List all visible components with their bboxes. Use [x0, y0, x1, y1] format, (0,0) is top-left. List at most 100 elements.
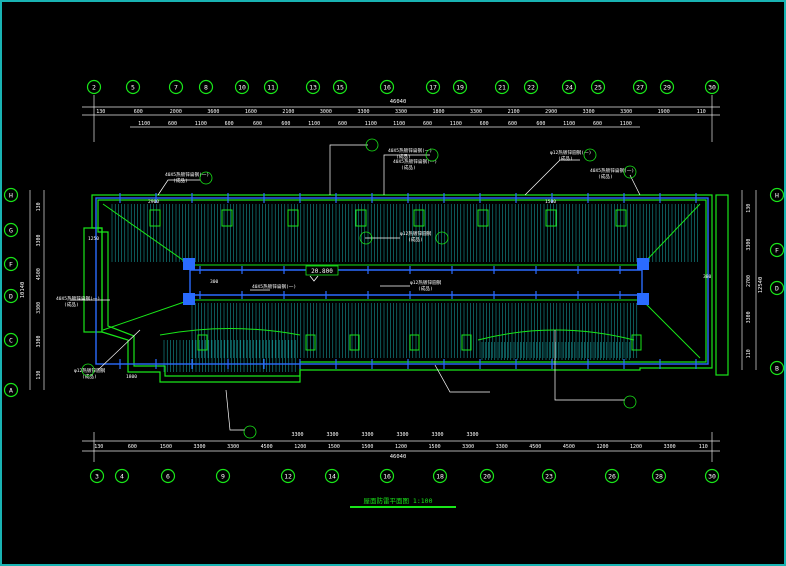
bottom-subdim-4: 3300	[431, 432, 443, 438]
note-n2-sub: (成品)	[401, 164, 416, 171]
bottom-axis-30-circle	[704, 468, 720, 484]
top-axis-7: 7	[174, 83, 178, 91]
top-axis-10: 10	[238, 83, 246, 91]
top-axis-29-circle	[659, 79, 675, 95]
bottom-dim-17: 3300	[664, 444, 676, 450]
note-n5-sub: (成品)	[173, 177, 188, 184]
top-dim-14: 3300	[620, 109, 632, 115]
plan-label-1800: 1800	[126, 374, 137, 380]
bottom-axis-20-circle	[479, 468, 495, 484]
bottom-dim-1: 600	[128, 444, 137, 450]
note-n9-sub: (成品)	[418, 285, 433, 292]
note-n8-sub: (成品)	[408, 236, 423, 243]
bottom-dim-9: 1200	[395, 444, 407, 450]
elevation-marker: 20.800	[305, 265, 339, 282]
top-dim-5: 2100	[282, 109, 294, 115]
bottom-axis-28-circle	[651, 468, 667, 484]
roof-ridges	[102, 203, 701, 359]
note-n1-sub: (成品)	[396, 153, 411, 160]
top-axis-21: 21	[498, 83, 506, 91]
vent-blocks	[183, 258, 649, 305]
top-axis-16: 16	[383, 83, 391, 91]
right-dim-0: 130	[746, 204, 752, 213]
top-subdim-12: 600	[480, 121, 489, 127]
bottom-axis-3-circle	[89, 468, 105, 484]
right-axis-F-circle	[769, 242, 785, 258]
bottom-dim-14: 4500	[563, 444, 575, 450]
bottom-axis-9: 9	[221, 472, 225, 480]
bottom-axis-14-circle	[324, 468, 340, 484]
bottom-subdim-2: 3300	[361, 432, 373, 438]
conductor-supports	[119, 193, 697, 369]
left-axis-C-circle	[3, 332, 19, 348]
bottom-dim-13: 4500	[529, 444, 541, 450]
bottom-axis-12-circle	[280, 468, 296, 484]
left-axis-H-circle	[3, 187, 19, 203]
bottom-dim-8: 1500	[361, 444, 373, 450]
lightning-conductor	[95, 197, 709, 365]
note-n7-sub: (成品)	[82, 373, 97, 380]
top-axis-11-circle	[263, 79, 279, 95]
top-axis-15: 15	[336, 83, 344, 91]
left-total-dim: 10140	[20, 282, 26, 299]
plan-label-300: 300	[210, 279, 219, 285]
top-subdim-6: 1100	[308, 121, 320, 127]
top-axis-25-circle	[590, 79, 606, 95]
bottom-axis-6-circle	[160, 468, 176, 484]
top-dim-11: 2100	[508, 109, 520, 115]
note-n3: φ12热镀锌圆钢(一)	[550, 149, 591, 156]
top-subdim-5: 600	[281, 121, 290, 127]
note-leaders	[70, 144, 641, 431]
detail-bubbles	[81, 138, 637, 439]
top-dim-9: 1800	[433, 109, 445, 115]
note-n7: φ12热镀锌圆钢	[74, 367, 106, 374]
note-n10: 40X5热镀锌扁钢(一)	[252, 283, 296, 290]
plan-label-380: 380	[703, 274, 712, 280]
top-axis-5: 5	[131, 83, 135, 91]
top-subdim-11: 1100	[450, 121, 462, 127]
bottom-dim-4: 3300	[227, 444, 239, 450]
bottom-axis-16: 16	[383, 472, 391, 480]
top-dim-6: 3000	[320, 109, 332, 115]
top-axis-27: 27	[636, 83, 644, 91]
note-n3-sub: (成品)	[558, 155, 573, 162]
left-axis-C: C	[9, 336, 13, 344]
bottom-dim-15: 1200	[596, 444, 608, 450]
bottom-subdim-0: 3300	[291, 432, 303, 438]
dimension-lines	[29, 95, 757, 462]
left-axis-F-circle	[3, 256, 19, 272]
note-n4-sub: (成品)	[598, 173, 613, 180]
left-axis-A: A	[9, 386, 13, 394]
note-n4: 40X5热镀锌扁钢(一)	[590, 167, 634, 174]
top-axis-24-circle	[561, 79, 577, 95]
top-subdim-0: 1100	[138, 121, 150, 127]
top-axis-11: 11	[267, 83, 275, 91]
left-axis-F: F	[9, 260, 13, 268]
bottom-subdim-1: 3300	[326, 432, 338, 438]
right-dim-2: 2700	[746, 275, 752, 287]
left-axis-A-circle	[3, 382, 19, 398]
leader-note-texts: 40X5热镀锌扁钢(一)(成品)40X5热镀锌扁钢(一)(成品)φ12热镀锌圆钢…	[56, 147, 634, 380]
top-subdim-16: 600	[593, 121, 602, 127]
top-dim-15: 1900	[658, 109, 670, 115]
top-subdim-3: 600	[225, 121, 234, 127]
note-n2: 40X5热镀锌扁钢(一)	[393, 158, 437, 165]
top-axis-7-circle	[168, 79, 184, 95]
bottom-axis-3: 3	[95, 472, 99, 480]
plan-label-2900: 2900	[148, 199, 159, 205]
top-axis-13-circle	[305, 79, 321, 95]
top-subdim-15: 1100	[563, 121, 575, 127]
top-dim-4: 1600	[245, 109, 257, 115]
bottom-axis-28: 28	[655, 472, 663, 480]
note-n9: φ12热镀锌圆钢	[410, 279, 442, 286]
top-subdim-14: 600	[536, 121, 545, 127]
dormers	[149, 209, 642, 351]
bottom-dim-11: 3300	[462, 444, 474, 450]
note-n1: 40X5热镀锌扁钢(一)	[388, 147, 432, 154]
top-axis-13: 13	[309, 83, 317, 91]
right-axis-H-circle	[769, 187, 785, 203]
top-axis-15-circle	[332, 79, 348, 95]
top-dim-8: 3300	[395, 109, 407, 115]
